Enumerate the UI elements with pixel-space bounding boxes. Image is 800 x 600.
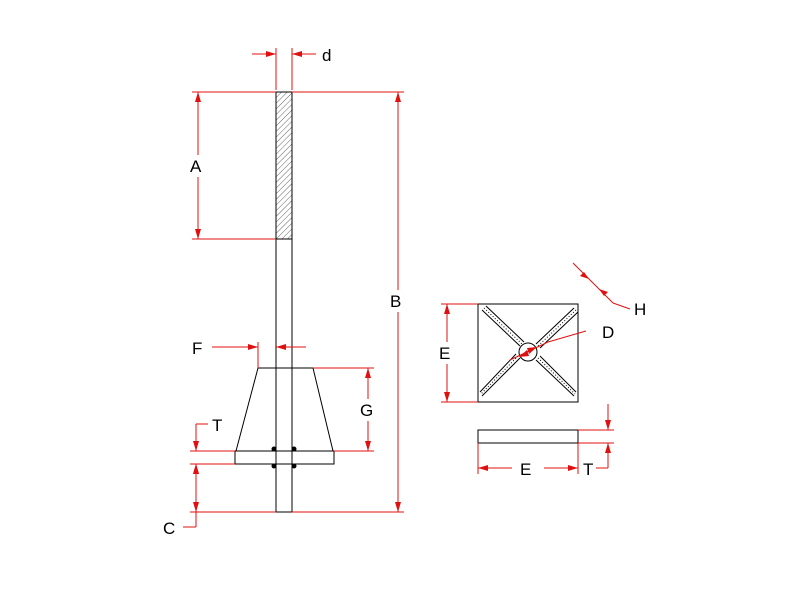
label-f: F — [192, 339, 202, 358]
label-b: B — [390, 292, 401, 311]
dimension-d: d — [252, 46, 331, 90]
plan-view — [477, 303, 579, 403]
section-plate — [477, 429, 579, 444]
dimension-e-section: E — [477, 443, 579, 479]
weld-bead-bottom-left — [271, 463, 277, 469]
side-view — [234, 91, 335, 513]
label-d-hole: D — [602, 323, 614, 342]
dimension-h: H — [572, 262, 646, 319]
label-t-side: T — [212, 416, 222, 435]
base-plate — [234, 450, 335, 465]
weld-bead-right — [291, 446, 297, 452]
dimension-g: G — [313, 367, 379, 452]
label-t-section: T — [583, 460, 593, 479]
bolt-hole — [518, 342, 538, 362]
label-e-section: E — [520, 460, 531, 479]
weld-bead-left — [271, 446, 277, 452]
gusset-plate — [235, 367, 334, 452]
dimension-d-hole: D — [509, 323, 614, 361]
label-e-plan: E — [439, 344, 450, 363]
section-view — [477, 429, 579, 444]
dimension-t-side: T — [190, 416, 235, 490]
label-c: C — [163, 519, 175, 538]
dimension-c: C — [163, 464, 276, 538]
label-h: H — [634, 300, 646, 319]
dimension-f: F — [192, 339, 306, 368]
label-g: G — [360, 401, 373, 420]
dimension-t-section: T — [578, 404, 614, 479]
plan-plate-outline — [477, 303, 579, 403]
dimension-a: A — [188, 91, 276, 240]
weld-bead-bottom-right — [291, 463, 297, 469]
label-a: A — [190, 157, 202, 176]
dimension-b: B — [292, 91, 409, 513]
threaded-section — [275, 91, 293, 240]
dimension-e-plan: E — [436, 303, 478, 403]
label-d: d — [322, 46, 331, 65]
